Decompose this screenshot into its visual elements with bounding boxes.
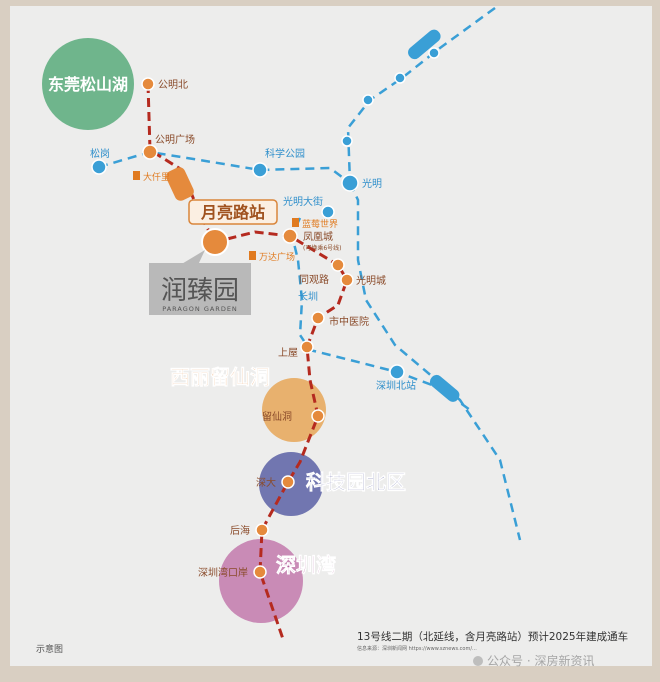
station-marker-shangwu[interactable] [300, 340, 314, 354]
highlight-station-label: 月亮路站 [200, 203, 265, 222]
station-label-houhai: 后海 [230, 524, 250, 537]
watermark: 公众号 · 深房新资讯 [487, 653, 594, 668]
landmark-lanmeishijie: 蓝莓世界 [302, 218, 338, 230]
footer-caption: 13号线二期（北延线，含月亮路站）预计2025年建成通车 [357, 630, 628, 643]
station-marker-liuxiandong[interactable] [311, 409, 325, 423]
station-marker-shenda[interactable] [281, 475, 295, 489]
blue-line-east [348, 182, 522, 541]
station-marker-fenghuangcheng[interactable] [282, 228, 298, 244]
station-note-fenghuangcheng: (可换乘6号线) [303, 244, 342, 252]
wechat-icon [473, 656, 483, 666]
footer-source: 信息来源：深圳新闻网 https://www.sznews.com/... [357, 645, 477, 652]
project-name-en: PARAGON GARDEN [162, 305, 238, 313]
line-tag-pill [408, 29, 441, 60]
station-label-shenzhenwankouan: 深圳湾口岸 [198, 566, 248, 579]
station-marker-kexuegongyuan[interactable] [252, 162, 268, 178]
station-label-fenghuangcheng: 凤凰城 [303, 231, 333, 243]
station-marker-shenzhenwankouan[interactable] [253, 565, 267, 579]
station-marker-songgang[interactable] [91, 159, 107, 175]
district-label-kejiyuan: 科技园北区 [306, 470, 406, 494]
station-label-guangming: 光明 [362, 177, 382, 190]
district-label-shenzhenwan: 深圳湾 [276, 553, 336, 577]
station-marker-gongmingbei[interactable] [141, 77, 155, 91]
diagram-note: 示意图 [36, 643, 63, 655]
district-label-songshanhu: 东莞松山湖 [48, 75, 128, 94]
landmark-icon [292, 218, 299, 227]
station-marker[interactable] [428, 47, 440, 59]
district-songshanhu [42, 38, 134, 130]
line-tag-pill [429, 374, 460, 402]
station-label-shangwu: 上屋 [278, 347, 298, 359]
station-label-gongmingbei: 公明北 [158, 79, 188, 91]
station-marker-houhai[interactable] [255, 523, 269, 537]
district-xili [262, 378, 326, 442]
station-marker[interactable] [341, 135, 353, 147]
station-marker-tongguanlu[interactable] [331, 258, 345, 272]
project-name: 润臻园 [161, 276, 239, 306]
station-marker-gongmingguangchang[interactable] [142, 144, 158, 160]
station-marker-shenzhenbeizhan[interactable] [389, 364, 405, 380]
callout-pointer [180, 250, 205, 265]
station-label-songgang: 松岗 [90, 147, 110, 160]
station-marker[interactable] [362, 94, 374, 106]
landmark-daqianli: 大仟里 [143, 171, 170, 183]
station-marker-shizhongyiyuan[interactable] [311, 311, 325, 325]
station-marker-guangming[interactable] [341, 174, 359, 192]
landmark-icon [249, 251, 256, 260]
station-label-guangmingcheng: 光明城 [356, 274, 386, 287]
station-label-tongguanlu: 同观路 [299, 273, 329, 286]
station-label-guangmingdajie: 光明大街 [283, 195, 323, 208]
station-marker[interactable] [394, 72, 406, 84]
station-label-shenda: 深大 [256, 476, 276, 489]
landmark-icon [133, 171, 140, 180]
station-marker-guangmingcheng[interactable] [340, 273, 354, 287]
highlight-station-box [188, 199, 278, 225]
station-marker-guangmingdajie[interactable] [321, 205, 335, 219]
station-label-kexuegongyuan: 科学公园 [265, 147, 305, 160]
station-label-liuxiandong: 留仙洞 [262, 410, 292, 423]
district-shenzhenwan [219, 539, 303, 623]
station-label-shizhongyiyuan: 市中医院 [329, 315, 369, 328]
blue-line-west [98, 150, 351, 184]
project-callout [149, 263, 251, 315]
station-label-changquan: 长圳 [298, 291, 318, 303]
station-markers [91, 47, 440, 579]
landmark-wandaguangchang: 万达广场 [259, 251, 295, 263]
district-label-xili: 西丽留仙洞 [170, 365, 270, 389]
station-label-shenzhenbeizhan: 深圳北站 [376, 379, 416, 392]
station-marker-yuelianglu[interactable] [201, 228, 229, 256]
line-tag-pill [166, 167, 194, 201]
station-label-gongmingguangchang: 公明广场 [155, 133, 195, 146]
